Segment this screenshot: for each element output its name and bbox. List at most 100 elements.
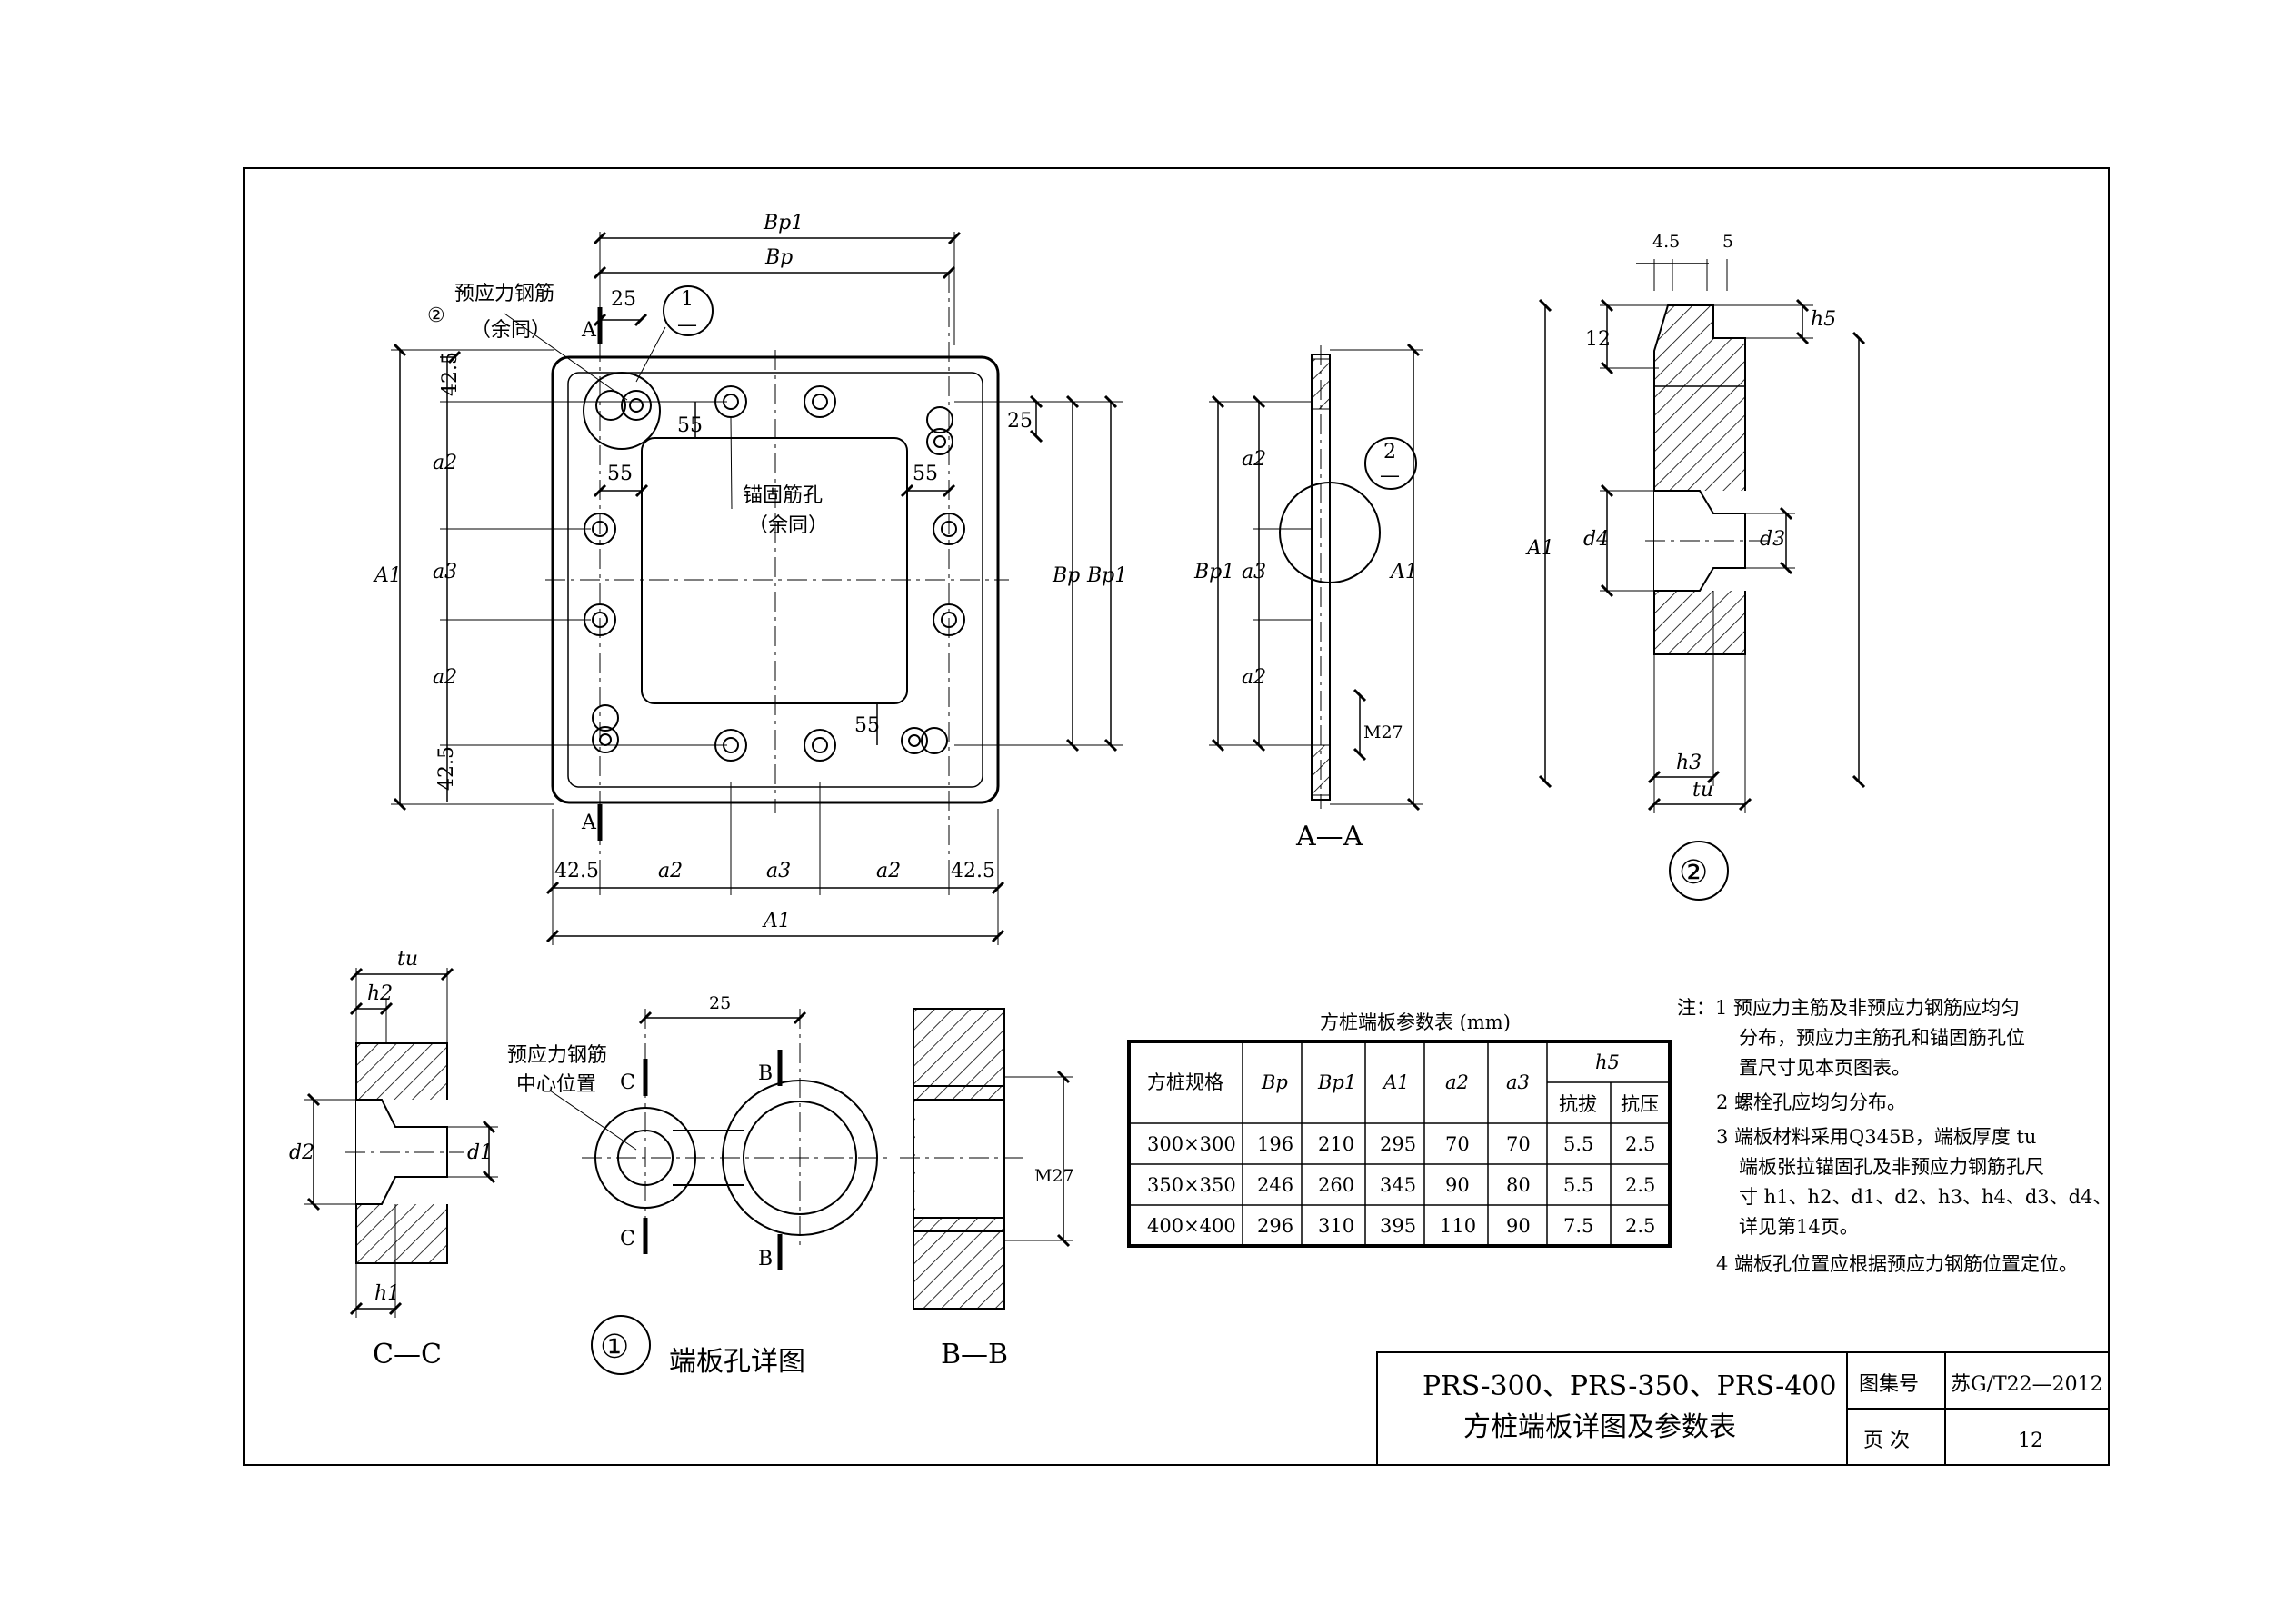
dim-a2-bottom-right: a2 bbox=[876, 860, 901, 882]
dim-a2-left-top: a2 bbox=[433, 452, 457, 474]
dim-25-right: 25 bbox=[1007, 410, 1033, 433]
th-a1: A1 bbox=[1382, 1071, 1410, 1093]
cell-spec: 400×400 bbox=[1147, 1215, 1236, 1237]
dim-55-c: 55 bbox=[913, 463, 938, 485]
aa-dim-a3: a3 bbox=[1242, 561, 1266, 583]
cell-a2: 70 bbox=[1445, 1133, 1470, 1155]
cell-a3: 70 bbox=[1506, 1133, 1531, 1155]
d1-label-line2: 中心位置 bbox=[516, 1073, 596, 1096]
d2-dim-a1: A1 bbox=[1525, 537, 1554, 560]
d2-dim-4-5: 4.5 bbox=[1652, 232, 1680, 252]
table-title: 方桩端板参数表 (mm) bbox=[1320, 1011, 1511, 1033]
th-h5-press: 抗压 bbox=[1621, 1093, 1659, 1115]
note-line: 注：1 预应力主筋及非预应力钢筋应均匀 bbox=[1677, 997, 2020, 1019]
d2-dim-5: 5 bbox=[1722, 232, 1733, 252]
dim-55-b: 55 bbox=[607, 463, 633, 485]
drawing-frame bbox=[243, 167, 2110, 1466]
note-line: 端板张拉锚固孔及非预应力钢筋孔尺 bbox=[1739, 1156, 2044, 1178]
detail-2-section bbox=[1538, 259, 1866, 901]
cell-a3: 90 bbox=[1506, 1215, 1531, 1237]
aa-dim-a2-top: a2 bbox=[1242, 448, 1266, 471]
dim-55-a: 55 bbox=[677, 414, 703, 437]
d2-title: ② bbox=[1679, 854, 1708, 892]
aa-dim-a2-bottom: a2 bbox=[1242, 666, 1266, 689]
cell-a3: 80 bbox=[1506, 1174, 1531, 1196]
th-h5-pull: 抗拔 bbox=[1559, 1093, 1597, 1115]
dim-a2-bottom-left: a2 bbox=[658, 860, 683, 882]
th-h5: h5 bbox=[1595, 1051, 1620, 1073]
section-a-top: A bbox=[581, 319, 597, 342]
dim-a1-left: A1 bbox=[373, 564, 402, 587]
d2-dim-h5: h5 bbox=[1811, 308, 1836, 331]
cell-bp: 246 bbox=[1257, 1174, 1293, 1196]
cell-a1: 295 bbox=[1380, 1133, 1416, 1155]
cc-dim-d1: d1 bbox=[467, 1141, 493, 1164]
cell-a1: 345 bbox=[1380, 1174, 1416, 1196]
d1-dim-25: 25 bbox=[709, 993, 731, 1013]
drawing-title-line2: 方桩端板详图及参数表 bbox=[1463, 1411, 1736, 1443]
dim-a3-bottom: a3 bbox=[766, 860, 791, 882]
cell-bp1: 260 bbox=[1318, 1174, 1354, 1196]
d1-sec-b-bottom: B bbox=[758, 1248, 773, 1270]
title-block-text: PRS-300、PRS-350、PRS-400 方桩端板详图及参数表 图集号 苏… bbox=[1423, 1370, 2103, 1452]
dim-42-5-left: 42.5 bbox=[554, 860, 599, 882]
th-bp: Bp bbox=[1261, 1071, 1288, 1093]
d2-dim-12: 12 bbox=[1585, 328, 1611, 351]
label-anchor-hole: 锚固筋孔 bbox=[743, 484, 823, 507]
d2-dim-d4: d4 bbox=[1583, 528, 1609, 551]
d1-sec-c-bottom: C bbox=[620, 1228, 635, 1250]
note-line: 4 端板孔位置应根据预应力钢筋位置定位。 bbox=[1716, 1253, 2078, 1275]
plan-view-labels: 预应力钢筋 （余同） ② 锚固筋孔 （余同） 1 — Bp1 Bp 25 55 … bbox=[373, 212, 1127, 932]
parameter-table-text: 方桩端板参数表 (mm) 方桩规格 Bp Bp1 A1 a2 a3 h5 抗拔 … bbox=[1147, 1011, 1659, 1237]
cc-dim-d2: d2 bbox=[289, 1141, 314, 1164]
label-same2: （余同） bbox=[748, 514, 828, 537]
notes: 注：1 预应力主筋及非预应力钢筋应均匀 分布，预应力主筋孔和锚固筋孔位 置尺寸见… bbox=[1677, 997, 2111, 1275]
th-spec: 方桩规格 bbox=[1147, 1071, 1223, 1093]
th-a3: a3 bbox=[1506, 1071, 1530, 1093]
cell-a1: 395 bbox=[1380, 1215, 1416, 1237]
d2-dim-d3: d3 bbox=[1760, 528, 1785, 551]
aa-callout-2: 2 bbox=[1383, 441, 1396, 463]
label-circle-2: ② bbox=[427, 304, 445, 327]
label-prestress-rebar: 预应力钢筋 bbox=[454, 283, 554, 305]
d1-sec-b-top: B bbox=[758, 1062, 773, 1085]
section-c-c bbox=[304, 967, 498, 1318]
d1-sec-c-top: C bbox=[620, 1071, 635, 1094]
cell-bp1: 310 bbox=[1318, 1215, 1354, 1237]
dim-55-d: 55 bbox=[854, 714, 880, 737]
aa-dim-a1: A1 bbox=[1389, 561, 1418, 583]
callout-dash: — bbox=[677, 314, 697, 336]
cc-title: C—C bbox=[373, 1339, 442, 1370]
d2-dim-tu: tu bbox=[1692, 779, 1713, 802]
note-line: 详见第14页。 bbox=[1739, 1216, 1859, 1238]
d1-label-line1: 预应力钢筋 bbox=[507, 1044, 607, 1067]
cell-spec: 350×350 bbox=[1147, 1174, 1236, 1196]
note-line: 2 螺栓孔应均匀分布。 bbox=[1716, 1091, 1906, 1113]
dim-a1-bottom: A1 bbox=[762, 910, 791, 932]
dim-bp1-top: Bp1 bbox=[763, 212, 804, 234]
dim-42-5-right: 42.5 bbox=[951, 860, 995, 882]
th-a2: a2 bbox=[1445, 1071, 1469, 1093]
dim-42-5-top: 42.5 bbox=[439, 352, 462, 396]
title-block bbox=[1376, 1351, 2110, 1466]
aa-dim-bp1: Bp1 bbox=[1193, 561, 1234, 583]
cc-dim-h1: h1 bbox=[374, 1282, 400, 1305]
section-a-a-labels: a2 a3 a2 Bp1 A1 M27 2 — A—A bbox=[1193, 441, 1418, 852]
section-c-c-labels: tu h2 d2 d1 h1 C—C bbox=[289, 948, 493, 1370]
callout-1: 1 bbox=[681, 288, 694, 311]
section-b-b-labels: M27 B—B bbox=[941, 1166, 1074, 1370]
note-line: 寸 h1、h2、d1、d2、h3、h4、d3、d4、 bbox=[1739, 1186, 2111, 1208]
page-number: 12 bbox=[2018, 1430, 2043, 1452]
cell-bp: 196 bbox=[1257, 1133, 1293, 1155]
aa-callout-dash: — bbox=[1380, 464, 1400, 487]
dim-42-5-bottom: 42.5 bbox=[435, 746, 458, 791]
aa-title: A—A bbox=[1295, 821, 1363, 852]
cell-h5-press: 2.5 bbox=[1625, 1174, 1655, 1196]
cell-h5-press: 2.5 bbox=[1625, 1133, 1655, 1155]
aa-dim-m27: M27 bbox=[1363, 722, 1403, 742]
cell-h5-pull: 5.5 bbox=[1563, 1133, 1593, 1155]
dim-a3-left: a3 bbox=[433, 561, 457, 583]
cell-h5-press: 2.5 bbox=[1625, 1215, 1655, 1237]
note-line: 3 端板材料采用Q345B，端板厚度 tu bbox=[1716, 1126, 2036, 1148]
detail-1-labels: 25 预应力钢筋 中心位置 C C B B ① 端板孔详图 bbox=[507, 993, 805, 1378]
